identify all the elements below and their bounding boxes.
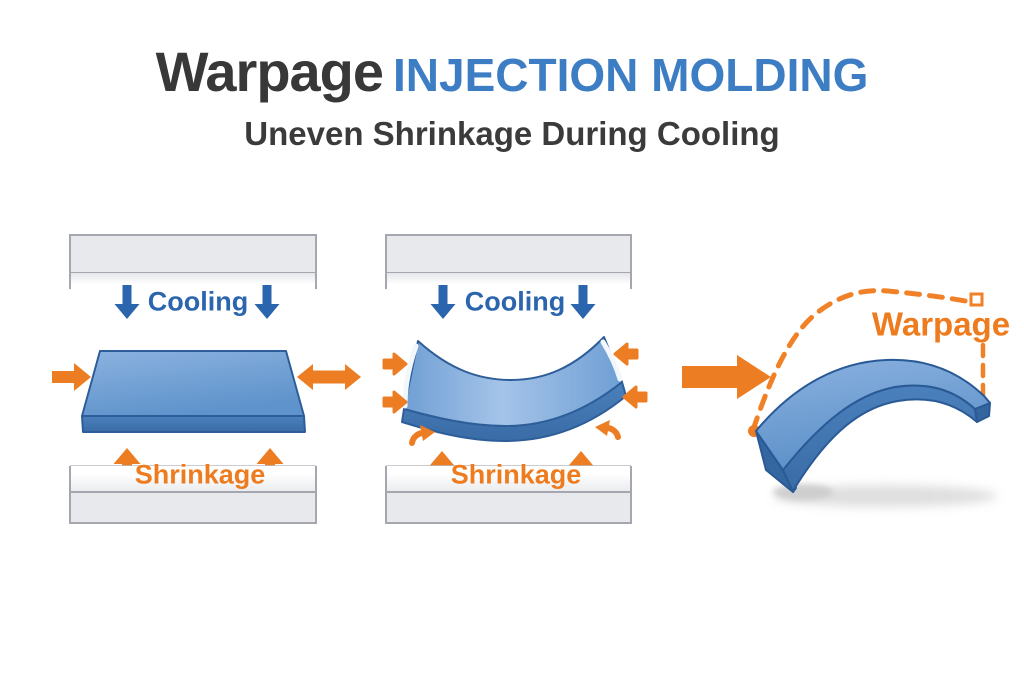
- cooling-arrows-2: [430, 285, 596, 319]
- shrink-left-arrow-icon: [613, 342, 639, 366]
- expansion-double-arrow-icon: [297, 364, 361, 390]
- corner-arrowhead-icon: [420, 425, 435, 441]
- shrink-left-arrow-icon: [622, 385, 648, 409]
- cooling-down-arrow-icon: [570, 285, 596, 319]
- warped-part-in-mold: [401, 336, 627, 442]
- mold-plate-bottom-2: [385, 465, 632, 524]
- dashed-corner-square: [969, 292, 984, 307]
- inward-shrink-arrows: [382, 342, 648, 414]
- process-flow-arrow-icon: [682, 355, 771, 399]
- page-subtitle: Uneven Shrinkage During Cooling: [244, 115, 780, 152]
- warped-part-free: [755, 358, 991, 493]
- mold-plate-top-2: [385, 234, 632, 289]
- shrink-right-arrow-icon: [382, 352, 408, 376]
- mold-plate-bottom-1: [69, 465, 317, 524]
- panel-warped-result: [748, 288, 997, 507]
- corner-shrink-arrows: [409, 420, 621, 446]
- title-injection-molding: INJECTION MOLDING: [393, 49, 869, 101]
- cooling-label-panel1: Cooling: [147, 286, 249, 317]
- cooling-down-arrow-icon: [430, 285, 456, 319]
- pressure-right-arrow-icon: [52, 363, 91, 391]
- cooling-down-arrow-icon: [114, 285, 140, 319]
- corner-arrowhead-icon: [595, 420, 610, 436]
- cooling-label-panel2: Cooling: [464, 286, 566, 317]
- shrinkage-label-panel1: Shrinkage: [134, 459, 266, 490]
- cooling-arrows-1: [114, 285, 280, 319]
- flat-part: [81, 350, 306, 433]
- shrink-right-arrow-icon: [382, 390, 408, 414]
- page-subtitle-row: Uneven Shrinkage During Cooling: [0, 115, 1024, 153]
- part-shadow-small: [773, 484, 833, 500]
- title-warpage: Warpage: [155, 40, 384, 103]
- cooling-down-arrow-icon: [254, 285, 280, 319]
- panel-mold-even: [52, 234, 361, 524]
- warpage-label: Warpage: [871, 305, 1011, 343]
- mold-plate-top-1: [69, 234, 317, 289]
- shrinkage-label-panel2: Shrinkage: [450, 459, 582, 490]
- panel-mold-uneven: [382, 234, 648, 524]
